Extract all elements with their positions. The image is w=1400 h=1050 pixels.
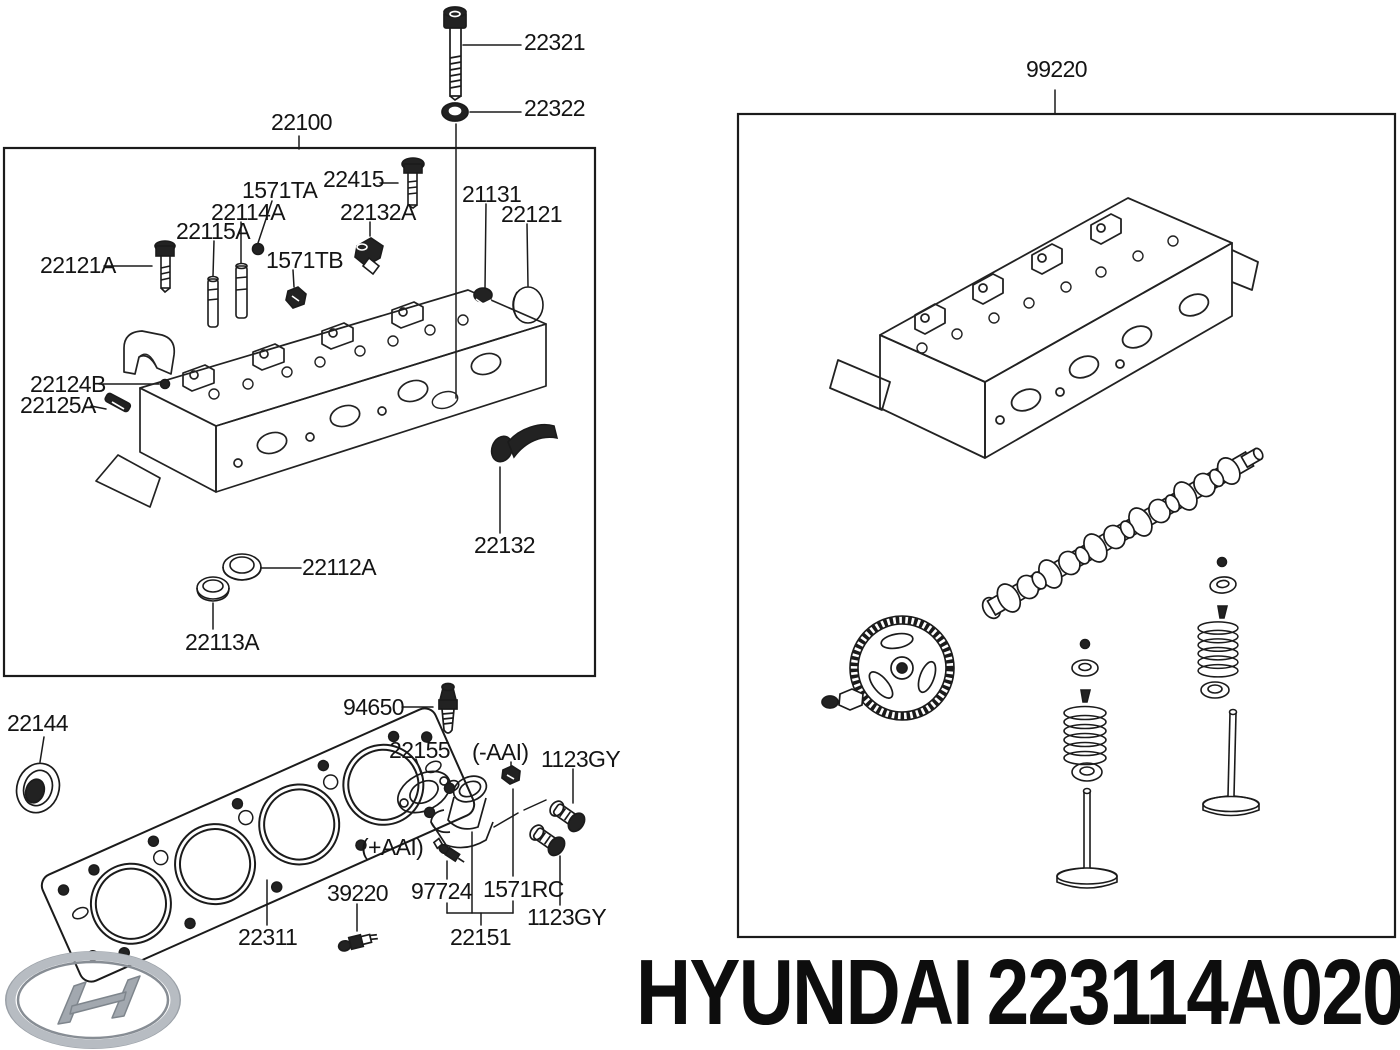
sensor-94650-drawing xyxy=(438,682,458,734)
part-label-22311: 22311 xyxy=(238,924,298,950)
bolt-22121A-drawing xyxy=(154,240,176,294)
part-label-1571TA: 1571TA xyxy=(242,177,318,203)
part-label-22321: 22321 xyxy=(524,29,586,55)
bolt-22415-drawing xyxy=(401,157,425,209)
part-label-22322: 22322 xyxy=(524,95,586,121)
part-label-21131: 21131 xyxy=(462,181,522,207)
head-bolt-washer-22322-drawing xyxy=(441,102,469,122)
fitting-1123GY-upper-drawing xyxy=(545,796,589,836)
cylinder-head-left-drawing xyxy=(95,289,547,508)
part-label-22125A: 22125A xyxy=(20,392,96,418)
fitting-1123GY-lower-drawing xyxy=(525,820,569,860)
right-figure-border xyxy=(736,112,1397,939)
valve-guide-22115A-drawing xyxy=(207,275,219,328)
part-label-22114A: 22114A xyxy=(211,199,286,225)
lower-parts-drawings xyxy=(15,682,589,983)
valve-guide-22114A-drawing xyxy=(235,262,248,319)
left-box-small-parts xyxy=(104,157,559,602)
figure-label-99220: 99220 xyxy=(1026,56,1088,82)
camshaft-drawing xyxy=(981,447,1264,620)
camshaft-sprocket-drawing xyxy=(821,615,955,721)
valve-right-drawing xyxy=(1202,708,1260,817)
cap-22113A-drawing xyxy=(196,576,230,602)
brand-name: HYUNDAI xyxy=(636,940,974,1044)
part-label-22121: 22121 xyxy=(501,201,563,227)
seal-22112A-drawing xyxy=(222,553,262,581)
part-label-1571RC: 1571RC xyxy=(483,876,564,902)
plug-minus-aai-drawing xyxy=(501,765,521,785)
part-label-22112A: 22112A xyxy=(302,554,377,580)
part-label-22121A: 22121A xyxy=(40,252,116,278)
part-label-39220: 39220 xyxy=(327,880,389,906)
valve-kit-center-drawing xyxy=(1056,638,1118,889)
part-label-22132A: 22132A xyxy=(340,199,416,225)
pin-22125A-drawing xyxy=(104,392,132,413)
part-label-22415: 22415 xyxy=(323,166,385,192)
part-label-22155: 22155 xyxy=(389,737,451,763)
part-label-22132: 22132 xyxy=(474,532,536,558)
figure-label-22100: 22100 xyxy=(271,109,333,135)
variant-label-plus-aai: (+AAI) xyxy=(361,834,424,860)
sprocket-bolt-drawing xyxy=(821,688,864,711)
head-gasket-22311-drawing xyxy=(40,707,476,983)
part-label-94650: 94650 xyxy=(343,694,405,720)
sensor-22132A-drawing xyxy=(354,237,384,276)
variant-label-minus-aai: (-AAI) xyxy=(472,739,529,765)
part-label-1123GY-upper: 1123GY xyxy=(541,746,621,772)
sensor-39220-drawing xyxy=(337,933,378,952)
part-label-22151: 22151 xyxy=(450,924,512,950)
plug-1571TB-drawing xyxy=(285,286,307,309)
valve-kit-right-drawing xyxy=(1197,556,1260,817)
part-label-1123GY-lower: 1123GY xyxy=(527,904,607,930)
part-label-22124B: 22124B xyxy=(30,371,106,397)
part-label-22113A: 22113A xyxy=(185,629,260,655)
ball-1571TA-drawing xyxy=(251,242,265,256)
part-label-22144: 22144 xyxy=(7,710,69,736)
ball-22124B-drawing xyxy=(159,378,171,390)
part-label-22115A: 22115A xyxy=(176,218,251,244)
head-bolt-22321-drawing xyxy=(443,6,467,102)
leader-lines xyxy=(39,44,1056,932)
hyundai-logo xyxy=(5,951,181,1049)
valve-center-drawing xyxy=(1056,787,1118,889)
cup-plug-22121-drawing xyxy=(512,286,544,324)
seal-22144-drawing xyxy=(15,762,61,814)
sensor-plus-aai-drawing xyxy=(432,837,465,863)
plug-21131-drawing xyxy=(473,287,493,305)
part-label-1571TB: 1571TB xyxy=(266,247,344,273)
brand-part-code: 223114A020 xyxy=(986,940,1400,1044)
cylinder-head-right-drawing xyxy=(829,197,1259,459)
part-label-97724: 97724 xyxy=(411,878,473,904)
hose-22132-drawing xyxy=(490,424,559,463)
